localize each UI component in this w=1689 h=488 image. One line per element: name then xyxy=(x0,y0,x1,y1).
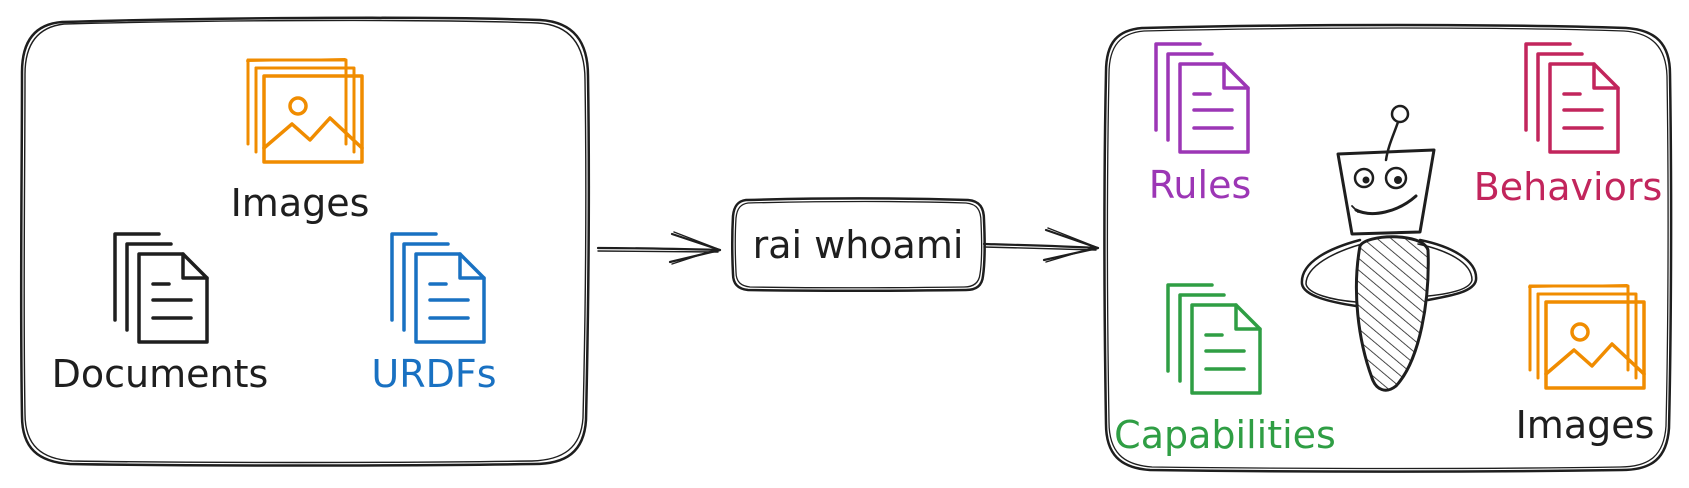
image-icon xyxy=(245,57,364,164)
robot-mascot-icon xyxy=(1300,104,1478,392)
behaviors-document-icon xyxy=(1524,42,1620,154)
robot-profile-group: Rules Behaviors Capabilities Images xyxy=(1103,23,1673,473)
command-node: rai whoami xyxy=(731,197,986,292)
images-input-label: Images xyxy=(231,181,370,225)
capabilities-document-icon xyxy=(1166,283,1262,395)
rules-output-label: Rules xyxy=(1149,163,1252,207)
images-output-icon xyxy=(1527,283,1646,390)
arrow-to-command xyxy=(596,231,722,265)
input-sources-group: Images Documents URDFs xyxy=(19,16,591,467)
urdf-document-icon xyxy=(390,232,486,344)
capabilities-output-label: Capabilities xyxy=(1114,413,1336,457)
arrow-to-outputs xyxy=(982,227,1100,263)
urdfs-input-label: URDFs xyxy=(371,352,496,396)
images-output-label: Images xyxy=(1516,403,1655,447)
documents-input-label: Documents xyxy=(52,352,269,396)
document-icon xyxy=(113,232,209,344)
robot-profile-box xyxy=(1103,23,1673,473)
command-label: rai whoami xyxy=(753,223,964,267)
input-sources-box xyxy=(19,16,591,467)
rules-document-icon xyxy=(1154,42,1250,154)
behaviors-output-label: Behaviors xyxy=(1474,165,1663,209)
